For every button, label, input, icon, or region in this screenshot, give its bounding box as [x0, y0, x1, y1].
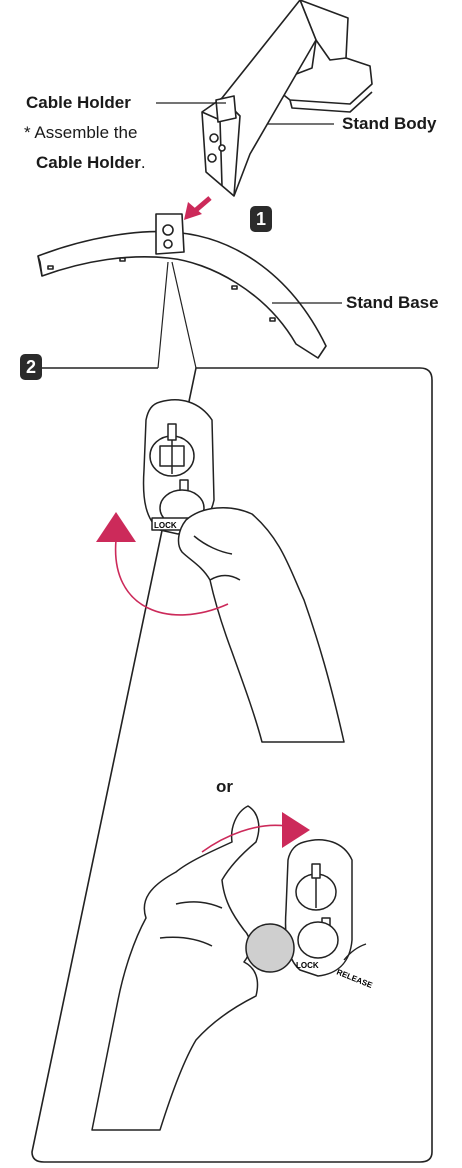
assemble-note-target: Cable Holder. — [36, 152, 146, 174]
step-1-badge: 1 — [250, 206, 272, 232]
leader-lines — [156, 102, 342, 369]
coin-icon — [245, 923, 295, 973]
cable-holder-label: Cable Holder — [26, 93, 131, 112]
lock-mark-top: LOCK — [154, 521, 177, 530]
stand-base-label: Stand Base — [346, 293, 439, 312]
assemble-note: * Assemble the — [24, 123, 138, 142]
stand-body-label: Stand Body — [342, 114, 437, 133]
step-2-badge: 2 — [20, 354, 42, 380]
stand-base-drawing — [37, 213, 327, 359]
rotate-detail-top — [142, 399, 345, 743]
stand-body-drawing — [201, 0, 373, 197]
assemble-note-cable-holder: Cable Holder — [36, 153, 141, 172]
rotate-detail-bottom — [91, 805, 353, 1131]
rotate-arrow-bottom — [201, 812, 310, 853]
step2-frame — [31, 367, 433, 1163]
assemble-note-period: . — [140, 153, 146, 172]
or-label: or — [216, 777, 233, 796]
insert-arrow — [184, 196, 212, 220]
lock-mark-bottom: LOCK — [296, 961, 319, 970]
rotate-arrow-top — [96, 512, 229, 616]
release-small-arrow-icon — [343, 943, 367, 961]
release-mark: RELEASE — [335, 968, 374, 991]
